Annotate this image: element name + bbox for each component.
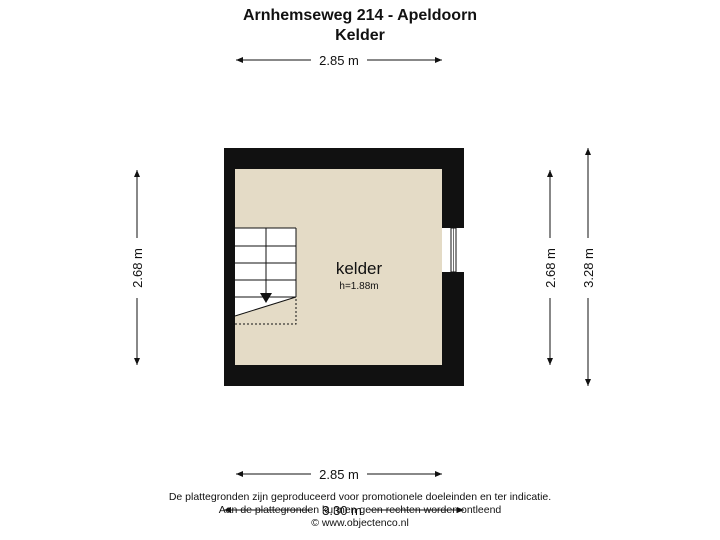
dimension-bottom-label: 2.85 m — [319, 467, 359, 482]
dimension-right-outer: 3.28 m — [581, 148, 596, 386]
room-name: kelder — [336, 259, 383, 278]
dimension-top-label: 2.85 m — [319, 53, 359, 68]
plan-title-address: Arnhemseweg 214 - Apeldoorn — [242, 7, 478, 24]
dimension-right-outer-label: 3.28 m — [581, 248, 596, 288]
dimension-bottom: 2.85 m — [236, 467, 442, 482]
dimension-left-label: 2.68 m — [130, 248, 145, 288]
room-height: h=1.88m — [339, 281, 378, 292]
staircase — [234, 227, 297, 325]
window — [442, 227, 464, 273]
dimension-left: 2.68 m — [130, 170, 145, 365]
dimension-right-inner: 2.68 m — [543, 170, 558, 365]
dimension-top: 2.85 m — [236, 53, 442, 68]
dimension-bottom-outer: 3.30 m — [224, 503, 464, 518]
dimension-bottom-outer-label: 3.30 m — [322, 503, 362, 518]
plan-title-floor: Kelder — [335, 27, 385, 44]
copyright-line: © www.objectenco.nl — [311, 517, 409, 529]
disclaimer-line-2: Aan de plattegronden kunnen geen rechten… — [218, 504, 502, 516]
dimension-right-inner-label: 2.68 m — [543, 248, 558, 288]
disclaimer-line-1: De plattegronden zijn geproduceerd voor … — [168, 491, 552, 503]
